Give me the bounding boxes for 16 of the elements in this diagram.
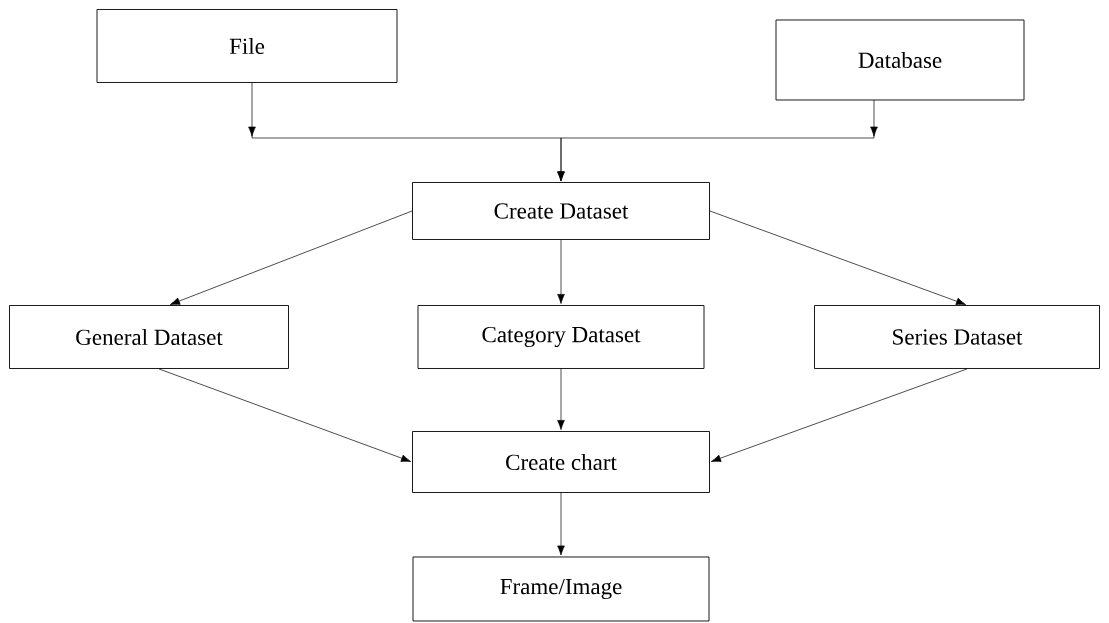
- process-box: File: [96, 9, 398, 83]
- process-box: Series Dataset: [814, 305, 1100, 369]
- arrow: [557, 368, 565, 430]
- process-box: Database: [775, 19, 1025, 101]
- arrow: [711, 368, 968, 462]
- arrow: [158, 368, 411, 462]
- process-box: Category Dataset: [417, 305, 705, 369]
- process-box: Create Dataset: [412, 182, 710, 240]
- arrow: [557, 99, 878, 182]
- arrow: [170, 210, 413, 305]
- arrow: [557, 239, 565, 304]
- arrow: [557, 492, 565, 556]
- arrow: [709, 210, 966, 305]
- process-box: General Dataset: [9, 305, 289, 369]
- process-box: Frame/Image: [412, 556, 710, 622]
- process-box: Create chart: [412, 431, 710, 493]
